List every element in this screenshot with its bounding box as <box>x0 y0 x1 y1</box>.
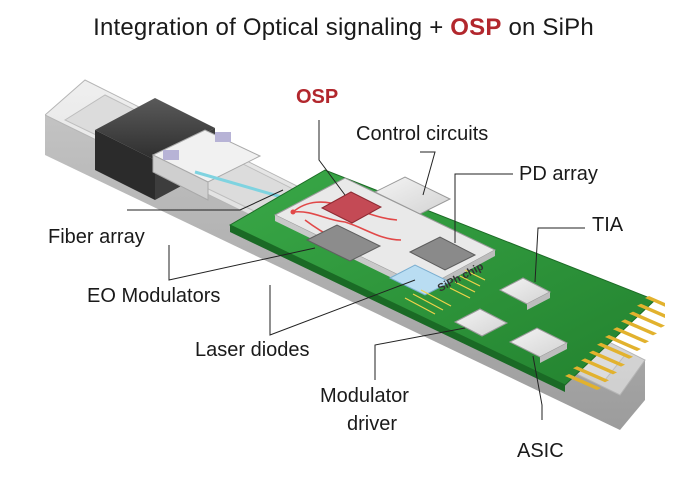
pd-array-chip <box>408 236 477 271</box>
ferrule-clip-2 <box>215 132 231 142</box>
ferrule-clip-1 <box>163 150 179 160</box>
osp-chip <box>320 191 383 224</box>
diagram-title: Integration of Optical signaling + OSP o… <box>0 14 687 42</box>
label-fiber-array: Fiber array <box>48 226 145 248</box>
title-prefix: Integration of Optical signaling + <box>93 14 451 41</box>
edge-pad <box>565 374 601 390</box>
connector-block-side <box>95 130 155 200</box>
label-eo-modulators: EO Modulators <box>87 285 221 307</box>
module-illustration: SiPh chip OSP Control circuits PD array … <box>45 60 665 480</box>
waveguide-node <box>290 209 296 215</box>
module-drawing: SiPh chip <box>45 79 665 430</box>
control-circuits-chip <box>373 176 452 215</box>
edge-pad <box>605 335 641 351</box>
ferrule-side <box>152 154 209 201</box>
edge-pad <box>629 311 665 328</box>
edge-pad <box>581 358 617 375</box>
pad-group <box>565 296 665 390</box>
eo-modulators-chip <box>305 224 382 262</box>
fiber-line <box>194 170 286 200</box>
label-osp: OSP <box>296 86 339 108</box>
label-asic: ASIC <box>517 440 564 462</box>
label-control-circuits: Control circuits <box>356 123 489 145</box>
edge-pad <box>613 327 649 344</box>
asic-chip-side <box>540 343 567 363</box>
label-pd-array: PD array <box>519 163 598 185</box>
edge-pad <box>597 342 633 359</box>
edge-pad <box>573 366 609 383</box>
label-laser-diodes: Laser diodes <box>195 339 310 361</box>
label-modulator-driver-1: Modulator <box>320 385 409 407</box>
connector-block-top <box>95 98 215 160</box>
modulator-driver-chip <box>453 308 509 337</box>
laser-diodes-chip <box>388 264 452 296</box>
edge-pad <box>637 303 665 319</box>
edge-pad <box>589 350 625 367</box>
edge-pad <box>645 296 665 307</box>
pcb-edge <box>230 225 565 392</box>
title-suffix: on SiPh <box>501 14 594 41</box>
edge-pad <box>621 319 657 336</box>
title-accent: OSP <box>450 14 502 41</box>
tia-chip-side <box>527 292 550 310</box>
label-modulator-driver-2: driver <box>347 413 398 435</box>
wire-bonds <box>404 269 486 315</box>
label-tia: TIA <box>592 214 624 236</box>
callout-lines <box>127 120 585 420</box>
